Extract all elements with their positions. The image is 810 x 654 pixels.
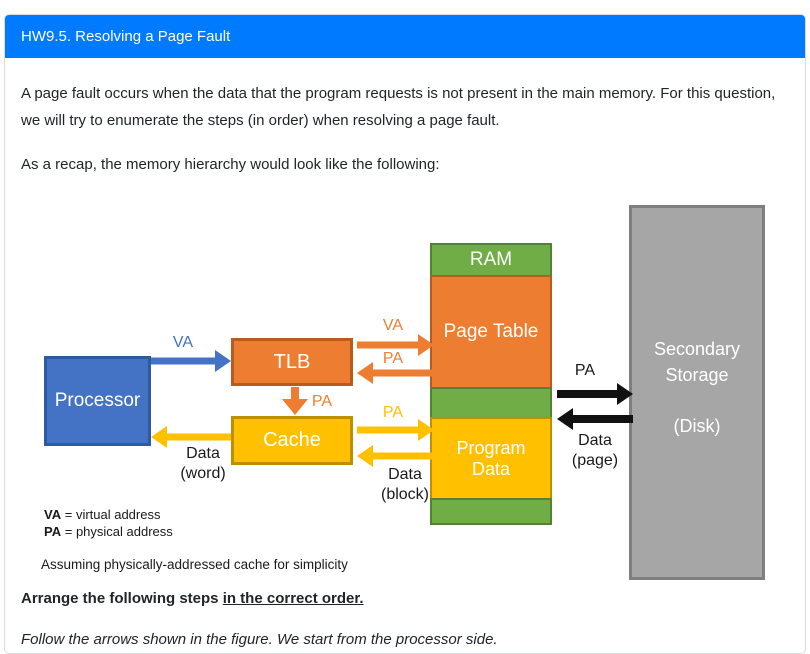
data-arrow-storage-to-ram-icon: [557, 408, 633, 430]
pa-legend-line: PA = physical address: [44, 524, 173, 539]
pa-label-pagetable-tlb: PA: [382, 350, 404, 367]
data-page-label: Data (page): [571, 432, 619, 469]
disk-label: (Disk): [673, 416, 721, 436]
pa-arrow-cache-to-ram-icon: [357, 419, 434, 441]
address-legend: VA = virtual address PA = physical addre…: [44, 506, 173, 540]
tlb-label: TLB: [273, 350, 311, 373]
va-arrow-tlb-to-pagetable-icon: [357, 334, 434, 356]
processor-label: Processor: [54, 390, 141, 411]
recap-paragraph: As a recap, the memory hierarchy would l…: [21, 156, 440, 173]
pa-label-ram-storage: PA: [574, 362, 596, 379]
assumption-note: Assuming physically-addressed cache for …: [41, 557, 348, 572]
pa-label-cache-ram: PA: [382, 404, 404, 421]
page-table-box: Page Table: [430, 275, 552, 389]
ram-green-strip-bottom: [430, 498, 552, 525]
ram-header-box: RAM: [430, 243, 552, 277]
data-block-label: Data (block): [380, 466, 429, 503]
va-label-processor-tlb: VA: [172, 334, 194, 351]
processor-box: Processor: [44, 356, 151, 446]
secondary-storage-box: Secondary Storage (Disk): [629, 205, 765, 580]
ram-column: RAM Page Table Program Data: [430, 243, 552, 525]
va-legend-line: VA = virtual address: [44, 507, 161, 522]
question-card: HW9.5. Resolving a Page Fault A page fau…: [4, 14, 806, 654]
cache-box: Cache: [231, 416, 353, 465]
page-table-label: Page Table: [443, 321, 539, 342]
pa-label-tlb-cache: PA: [311, 393, 333, 410]
intro-paragraph: A page fault occurs when the data that t…: [21, 85, 776, 129]
arrange-instruction: Arrange the following steps in the corre…: [21, 590, 364, 607]
pa-arrow-tlb-to-cache-icon: [282, 387, 308, 415]
cache-label: Cache: [263, 429, 321, 451]
program-data-label: Program Data: [456, 437, 526, 479]
pa-arrow-ram-to-storage-icon: [557, 383, 633, 405]
secondary-storage-label: Secondary Storage: [653, 339, 741, 385]
question-header: HW9.5. Resolving a Page Fault: [5, 15, 805, 58]
va-label-tlb-pagetable: VA: [382, 317, 404, 334]
ram-green-strip-top: [430, 387, 552, 419]
memory-hierarchy-diagram: Processor TLB Cache RAM Page Table Progr…: [5, 195, 805, 580]
ram-label: RAM: [469, 249, 513, 270]
data-arrow-cache-to-processor-icon: [151, 426, 231, 448]
hint-text: Follow the arrows shown in the figure. W…: [21, 631, 498, 648]
data-word-label: Data (word): [180, 445, 226, 482]
pa-arrow-pagetable-to-tlb-icon: [357, 362, 434, 384]
question-body: A page fault occurs when the data that t…: [5, 58, 805, 653]
data-arrow-ram-to-cache-icon: [357, 445, 434, 467]
question-title: HW9.5. Resolving a Page Fault: [21, 28, 231, 45]
tlb-box: TLB: [231, 338, 353, 386]
va-arrow-processor-to-tlb-icon: [151, 350, 231, 372]
